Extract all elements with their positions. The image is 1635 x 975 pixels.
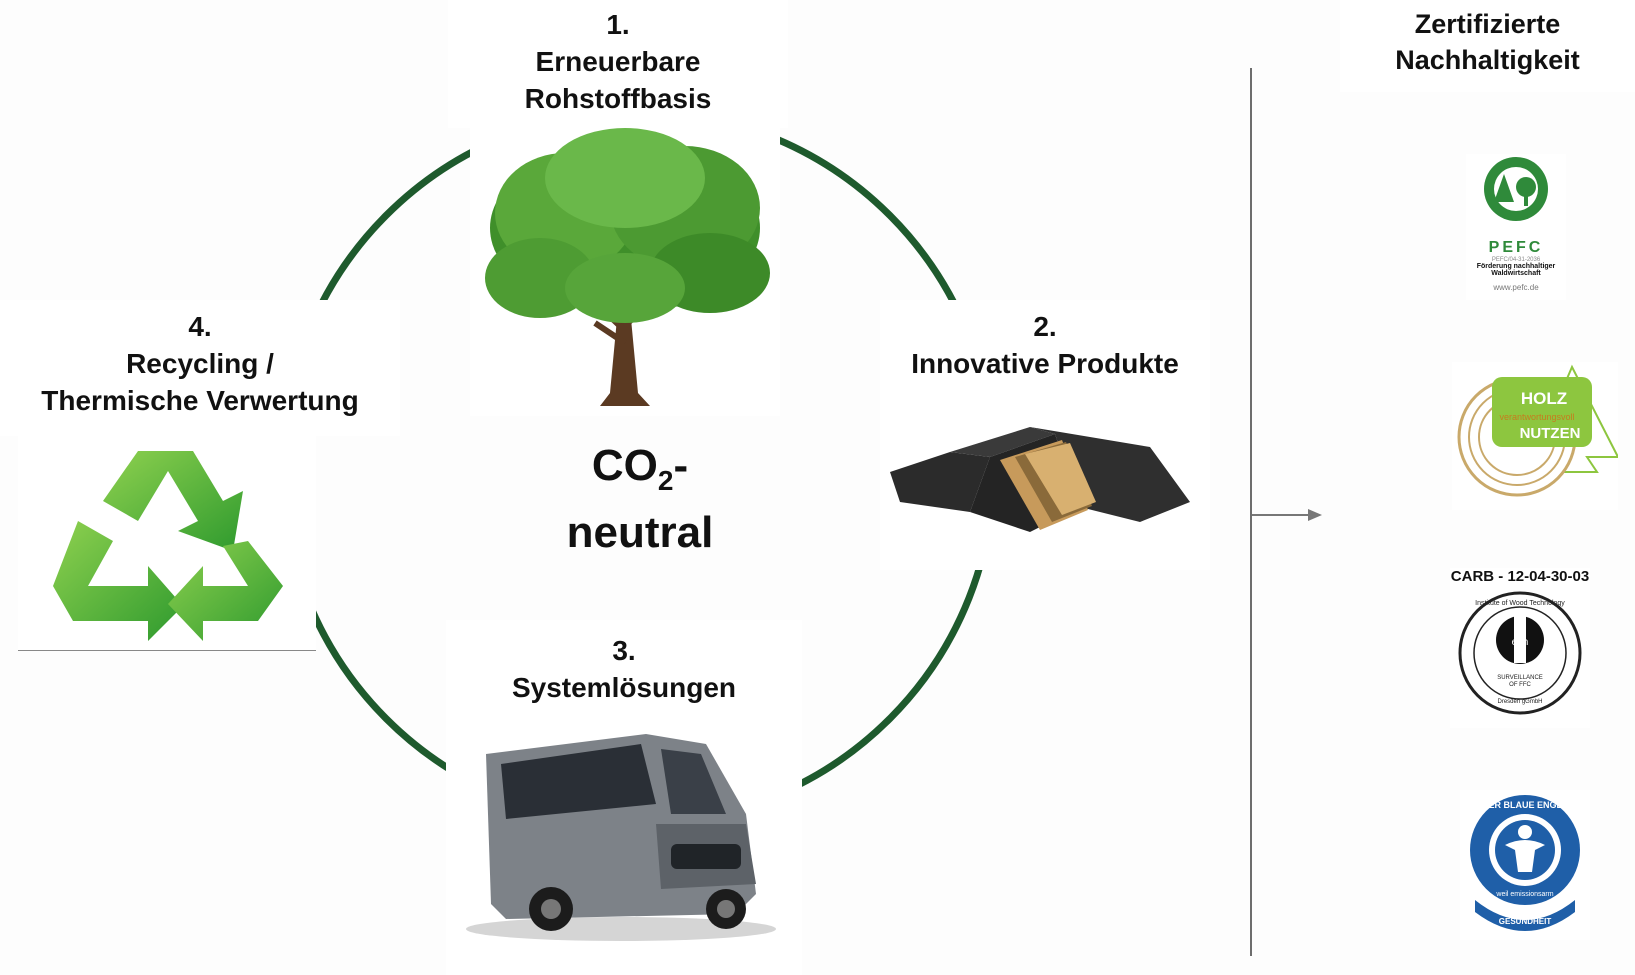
engel-title: DER BLAUE ENGEL [1482, 800, 1569, 810]
carb-label: CARB - 12-04-30-03 [1450, 568, 1590, 585]
pefc-logo: PEFC PEFC/04-31-2036 Förderung nachhalti… [1466, 154, 1566, 300]
arrow-right-icon [1252, 509, 1322, 521]
step-4-number: 4. [0, 308, 400, 345]
carb-ring-text: Institute of Wood Technology [1475, 600, 1565, 607]
co2-neutral: neutral [566, 507, 714, 557]
blauer-engel-icon: DER BLAUE ENGEL weil emissionsarm schütz… [1470, 795, 1580, 931]
carb-sub2: OF FFC [1509, 682, 1531, 688]
eph-seal-icon: Institute of Wood Technology eph SURVEIL… [1458, 591, 1582, 715]
blauer-engel-logo: DER BLAUE ENGEL weil emissionsarm schütz… [1460, 790, 1590, 940]
pefc-url: www.pefc.de [1493, 283, 1539, 292]
engel-ring: weil emissionsarm [1495, 891, 1553, 898]
step-1-line2: Rohstoffbasis [448, 80, 788, 117]
step-2-number: 2. [880, 308, 1210, 345]
carb-bottom: Dresden gGmbH [1497, 699, 1542, 705]
carb-logo: CARB - 12-04-30-03 Institute of Wood Tec… [1450, 568, 1590, 728]
pefc-caption-2: Waldwirtschaft [1491, 270, 1541, 277]
cert-title-line2: Nachhaltigkeit [1340, 42, 1635, 78]
holz-logo: HOLZ verantwortungsvoll NUTZEN [1452, 362, 1620, 510]
step-3-number: 3. [446, 632, 802, 669]
engel-band1: schützt die [1511, 912, 1540, 918]
step-2-box: 2. Innovative Produkte [880, 300, 1210, 570]
section-divider [1250, 68, 1252, 956]
step-4-line1: Recycling / [0, 345, 400, 382]
pefc-name: PEFC [1488, 239, 1544, 256]
co2-subscript: 2 [657, 464, 674, 496]
step-2-line1: Innovative Produkte [880, 345, 1210, 382]
carb-center: eph [1512, 637, 1529, 648]
tree-image [470, 128, 780, 416]
step-3-line1: Systemlösungen [446, 669, 802, 706]
carb-sub1: SURVEILLANCE [1497, 675, 1543, 681]
tree-icon [485, 128, 770, 406]
holz-middle: verantwortungsvoll [1499, 412, 1574, 422]
holz-tree-icon: HOLZ verantwortungsvoll NUTZEN [1457, 364, 1620, 497]
holz-top: HOLZ [1521, 389, 1567, 408]
pefc-caption-1: Förderung nachhaltiger [1476, 263, 1556, 270]
pefc-code: PEFC/04-31-2036 [1491, 257, 1541, 263]
step-3-box: 3. Systemlösungen [446, 620, 802, 975]
step-4-label-box: 4. Recycling / Thermische Verwertung [0, 300, 400, 436]
step-1-line1: Erneuerbare [448, 43, 788, 80]
recycle-icon [53, 451, 283, 641]
step-4-line2: Thermische Verwertung [0, 382, 400, 419]
co2-main: CO [591, 441, 658, 490]
co2-dash: - [673, 441, 689, 490]
cert-title-box: Zertifizierte Nachhaltigkeit [1340, 0, 1635, 92]
product-panel-image [890, 427, 1190, 532]
cert-title-line1: Zertifizierte [1340, 6, 1635, 42]
step-1-number: 1. [448, 6, 788, 43]
pefc-tree-icon [1484, 157, 1548, 221]
step-1-label-box: 1. Erneuerbare Rohstoffbasis [448, 0, 788, 128]
recycling-image [18, 436, 316, 651]
van-image [466, 734, 776, 941]
co2-neutral-label: CO2- neutral [520, 440, 760, 559]
holz-bottom: NUTZEN [1520, 425, 1581, 442]
engel-band2: GESUNDHEIT [1499, 917, 1552, 926]
